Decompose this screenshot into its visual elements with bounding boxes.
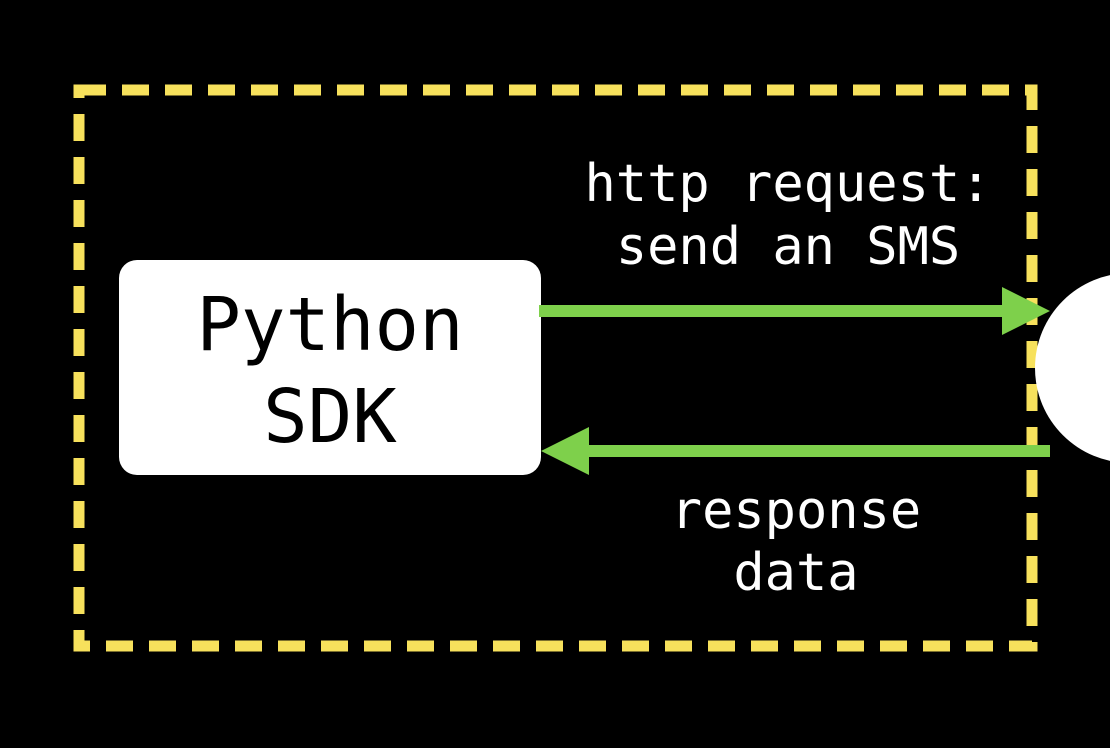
response-label-line1: response (671, 481, 921, 541)
request-arrow-head (1002, 287, 1050, 335)
sdk-box-subtitle: SDK (263, 374, 397, 460)
sdk-box-shape (119, 260, 541, 475)
system-boundary (73, 84, 1038, 652)
response-arrow (541, 427, 1050, 475)
request-label-line2: send an SMS (616, 217, 960, 277)
request-arrow (539, 287, 1050, 335)
sdk-box-title: Python (196, 282, 463, 368)
response-arrow-head (541, 427, 589, 475)
external-service-node (1035, 275, 1110, 461)
response-label-line2: data (733, 543, 858, 603)
sdk-box: Python SDK (119, 260, 541, 475)
request-label-line1: http request: (585, 154, 992, 214)
